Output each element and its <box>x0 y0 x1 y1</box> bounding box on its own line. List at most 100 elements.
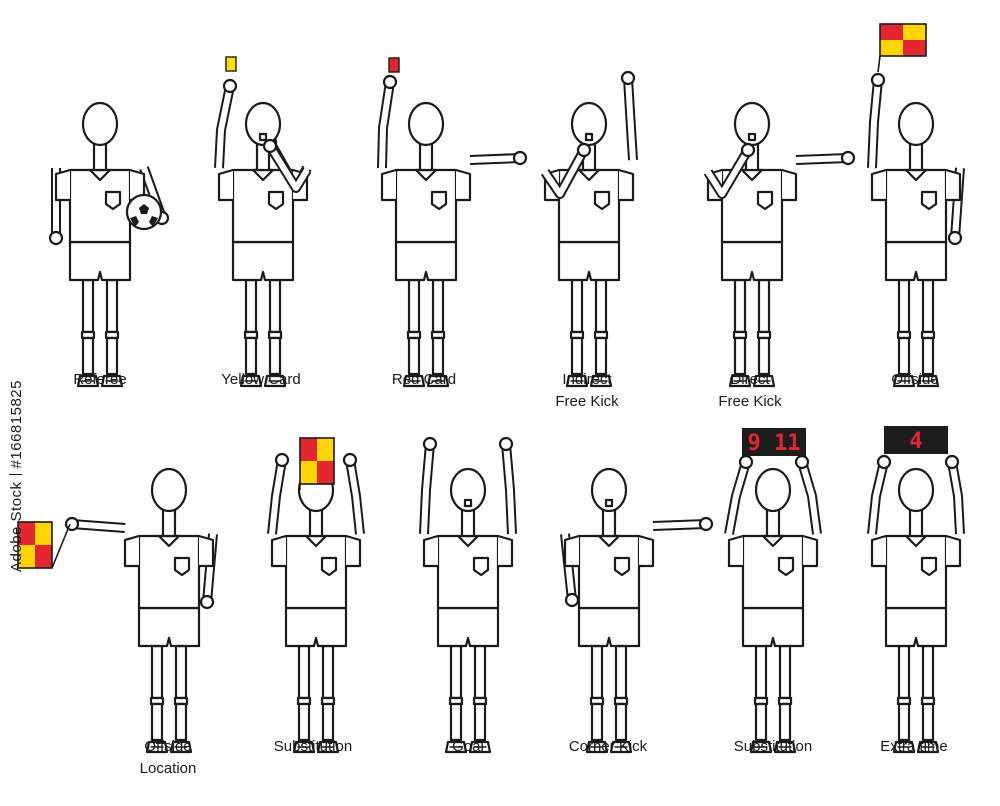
neck <box>92 140 108 172</box>
leg <box>268 278 282 334</box>
head <box>897 467 935 513</box>
leg <box>590 644 604 700</box>
substitution-board-icon: 4 <box>884 426 948 454</box>
shorts <box>231 240 295 282</box>
sleeve-left <box>870 168 887 202</box>
flag-square <box>880 40 903 56</box>
arm-fill <box>949 461 963 535</box>
arm-fill <box>869 461 887 535</box>
arm <box>794 454 822 535</box>
arm-fill <box>795 155 849 163</box>
leg <box>449 644 463 700</box>
flag-square <box>18 522 35 545</box>
hand <box>740 142 756 158</box>
hand <box>840 150 856 166</box>
leg <box>174 644 188 700</box>
legs <box>292 644 340 754</box>
arm-fill <box>542 148 587 197</box>
leg <box>473 644 487 700</box>
neck <box>908 140 924 172</box>
arm <box>795 150 856 166</box>
flag-border <box>299 437 335 485</box>
head <box>150 467 188 513</box>
arm <box>944 454 965 535</box>
referee-figure-offside-location <box>17 467 218 754</box>
sleeve-left <box>217 168 234 202</box>
arm <box>267 452 290 535</box>
arm-fill <box>267 144 310 191</box>
arm <box>867 454 892 535</box>
shirt <box>727 534 819 610</box>
sleeve-right <box>945 534 962 568</box>
arm <box>652 516 714 532</box>
shirt <box>870 168 962 244</box>
crest-badge <box>430 190 448 211</box>
referee-figure-goal <box>419 436 517 754</box>
shorts <box>720 240 784 282</box>
flag-border <box>17 521 53 569</box>
hand <box>422 436 438 452</box>
sock <box>921 702 935 742</box>
sleeve-right <box>945 168 962 202</box>
whistle-icon <box>604 498 614 508</box>
arm <box>342 452 365 535</box>
sock <box>590 702 604 742</box>
crest-badge <box>920 190 938 211</box>
legs <box>444 644 492 754</box>
sock <box>244 336 258 376</box>
arm <box>64 516 126 533</box>
shirt <box>422 534 514 610</box>
shorts <box>741 606 805 648</box>
arm-front <box>262 138 312 193</box>
leg <box>81 278 95 334</box>
yellow-card-icon <box>225 56 237 72</box>
flag-icon <box>17 521 53 569</box>
hand <box>876 454 892 470</box>
crest-badge <box>267 190 285 211</box>
head <box>754 467 792 513</box>
shorts <box>284 606 348 648</box>
flag-stick <box>51 523 71 569</box>
arm <box>419 436 438 535</box>
sleeve-left <box>270 534 287 568</box>
flag-border <box>879 23 927 57</box>
sleeve-right <box>345 534 362 568</box>
legs <box>892 644 940 754</box>
sock <box>570 336 584 376</box>
sock <box>81 336 95 376</box>
sock <box>473 702 487 742</box>
sock <box>921 336 935 376</box>
arm-fill <box>347 459 363 535</box>
flag-square <box>903 40 926 56</box>
hand <box>382 74 398 90</box>
whistle-icon <box>747 132 757 142</box>
arm-fill <box>652 521 707 529</box>
leg <box>321 644 335 700</box>
shirt <box>563 534 655 610</box>
leg <box>570 278 584 334</box>
crest-badge <box>920 556 938 577</box>
sleeve-left <box>727 534 744 568</box>
hand <box>944 454 960 470</box>
hand <box>947 230 963 246</box>
hand <box>262 138 278 154</box>
legs <box>402 278 450 388</box>
whistle-icon <box>258 132 268 142</box>
shorts <box>884 240 948 282</box>
whistle-icon <box>463 498 473 508</box>
flag-square <box>300 461 317 484</box>
sock <box>778 702 792 742</box>
arm <box>214 78 238 169</box>
legs <box>892 278 940 388</box>
sock <box>268 336 282 376</box>
leg <box>921 644 935 700</box>
board-digits: 4 <box>909 429 922 454</box>
referee-figure-extra-time: 4 <box>867 426 965 754</box>
crest-badge <box>777 556 795 577</box>
legs <box>585 644 633 754</box>
referee-figure-referee <box>48 101 170 388</box>
leg <box>407 278 421 334</box>
flag-square <box>300 438 317 461</box>
sock <box>297 702 311 742</box>
